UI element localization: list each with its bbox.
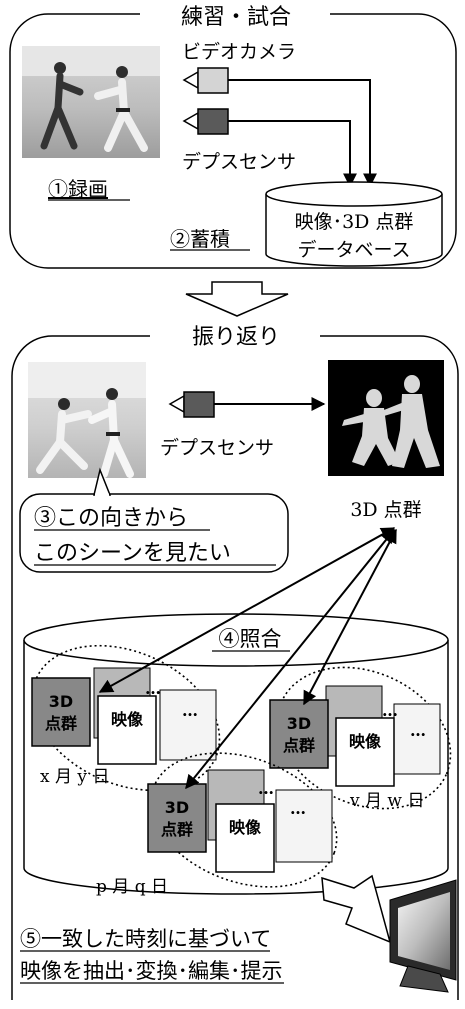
video-camera-icon bbox=[182, 67, 229, 94]
monitor-icon bbox=[389, 879, 457, 993]
pointcloud-card-label-line1: 3D bbox=[49, 692, 73, 711]
video-card bbox=[335, 717, 395, 787]
back-card bbox=[275, 789, 333, 863]
step4-match-label: ④照合 bbox=[219, 627, 282, 651]
camera-to-database-arrow bbox=[228, 79, 377, 188]
depth-sensor-label: デプスセンサ bbox=[182, 151, 296, 173]
step5-line2: 映像を抽出･変換･編集･提示 bbox=[20, 959, 283, 983]
pointcloud-card bbox=[147, 783, 207, 853]
pointcloud-card bbox=[31, 677, 91, 747]
sensor-to-database-arrow bbox=[228, 120, 357, 188]
more-frames-ellipsis: … bbox=[145, 679, 161, 698]
pointcloud-image bbox=[328, 360, 444, 476]
fighter-left bbox=[40, 62, 84, 150]
step3-line1: ③この向きから bbox=[34, 506, 188, 531]
pointcloud-card-label-line2: 点群 bbox=[45, 714, 77, 733]
more-frames-ellipsis: … bbox=[290, 799, 306, 818]
step3-line2: このシーンを見たい bbox=[34, 541, 231, 566]
pointcloud-card-label-line2: 点群 bbox=[283, 736, 315, 755]
video-card-label: 映像 bbox=[349, 732, 382, 751]
step2-store-label: ②蓄積 bbox=[170, 227, 230, 251]
group-date-label: v 月 w 日 bbox=[349, 791, 424, 811]
step5-line1: ⑤一致した時刻に基づいて bbox=[20, 927, 271, 951]
review-photo bbox=[28, 362, 146, 478]
review-section-title: 振り返り bbox=[192, 325, 280, 350]
back-card bbox=[393, 703, 441, 775]
more-frames-ellipsis: … bbox=[182, 701, 198, 720]
more-frames-ellipsis: … bbox=[382, 701, 398, 720]
match-arrow-group3 bbox=[303, 528, 397, 706]
fighter-right bbox=[94, 78, 148, 152]
video-card-label: 映像 bbox=[111, 710, 144, 729]
pointcloud-label: 3D 点群 bbox=[350, 499, 421, 521]
depth-sensor-icon bbox=[168, 391, 215, 418]
data-group-2: 3D 点群 映像 … … p 月 q 日 bbox=[96, 752, 338, 897]
more-frames-ellipsis: … bbox=[410, 721, 426, 740]
step1-record-label: ①録画 bbox=[48, 177, 108, 201]
pointcloud-card-label-line2: 点群 bbox=[161, 820, 193, 839]
training-photo bbox=[22, 46, 160, 158]
pointcloud-card-label-line1: 3D bbox=[165, 798, 189, 817]
review-depth-sensor-label: デプスセンサ bbox=[160, 437, 274, 459]
recording-section-title: 練習・試合 bbox=[181, 5, 291, 30]
database-label-line1: 映像･3D 点群 bbox=[295, 211, 414, 233]
depth-sensor-icon bbox=[182, 108, 229, 135]
group-date-label: p 月 q 日 bbox=[96, 877, 168, 897]
pointcloud-card bbox=[269, 699, 329, 769]
video-camera-label: ビデオカメラ bbox=[182, 41, 296, 63]
pointcloud-card-label-line1: 3D bbox=[287, 714, 311, 733]
video-card bbox=[215, 803, 275, 873]
recording-section: 練習・試合 ビデオカメラ bbox=[9, 2, 457, 269]
review-section: 振り返り デプスセンサ bbox=[11, 320, 459, 1000]
group-date-label: x 月 y 日 bbox=[40, 767, 109, 787]
database-cylinder bbox=[265, 181, 443, 267]
video-card-label: 映像 bbox=[229, 818, 262, 837]
database-label-line2: データベース bbox=[297, 239, 410, 261]
output-arrow bbox=[321, 874, 392, 944]
transition-down-arrow bbox=[185, 281, 289, 317]
more-frames-ellipsis: … bbox=[258, 779, 274, 798]
video-card bbox=[97, 695, 157, 765]
